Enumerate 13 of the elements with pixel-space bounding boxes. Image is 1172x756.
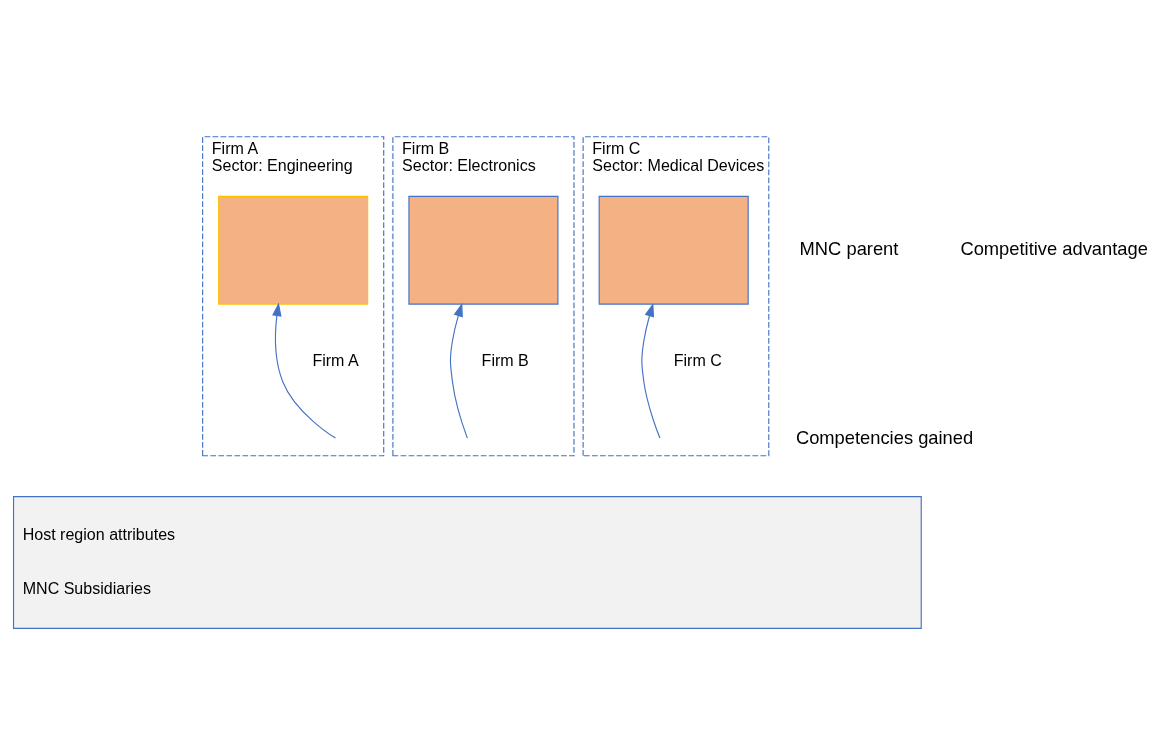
node-label: Firm C	[673, 350, 722, 369]
label: Competitive advantage	[960, 237, 1148, 259]
arrow	[272, 302, 337, 439]
node-box	[218, 195, 369, 305]
node-box	[598, 195, 749, 305]
node-box	[408, 195, 559, 305]
label: Competencies gained	[795, 426, 974, 448]
arrow	[449, 302, 468, 439]
arrow	[641, 302, 661, 439]
node-label: Firm A	[312, 350, 359, 369]
label: MNC parent	[799, 237, 899, 259]
node-label: Firm B	[481, 350, 529, 369]
node-box: Host region attributes MNC Subsidiaries	[12, 496, 922, 629]
